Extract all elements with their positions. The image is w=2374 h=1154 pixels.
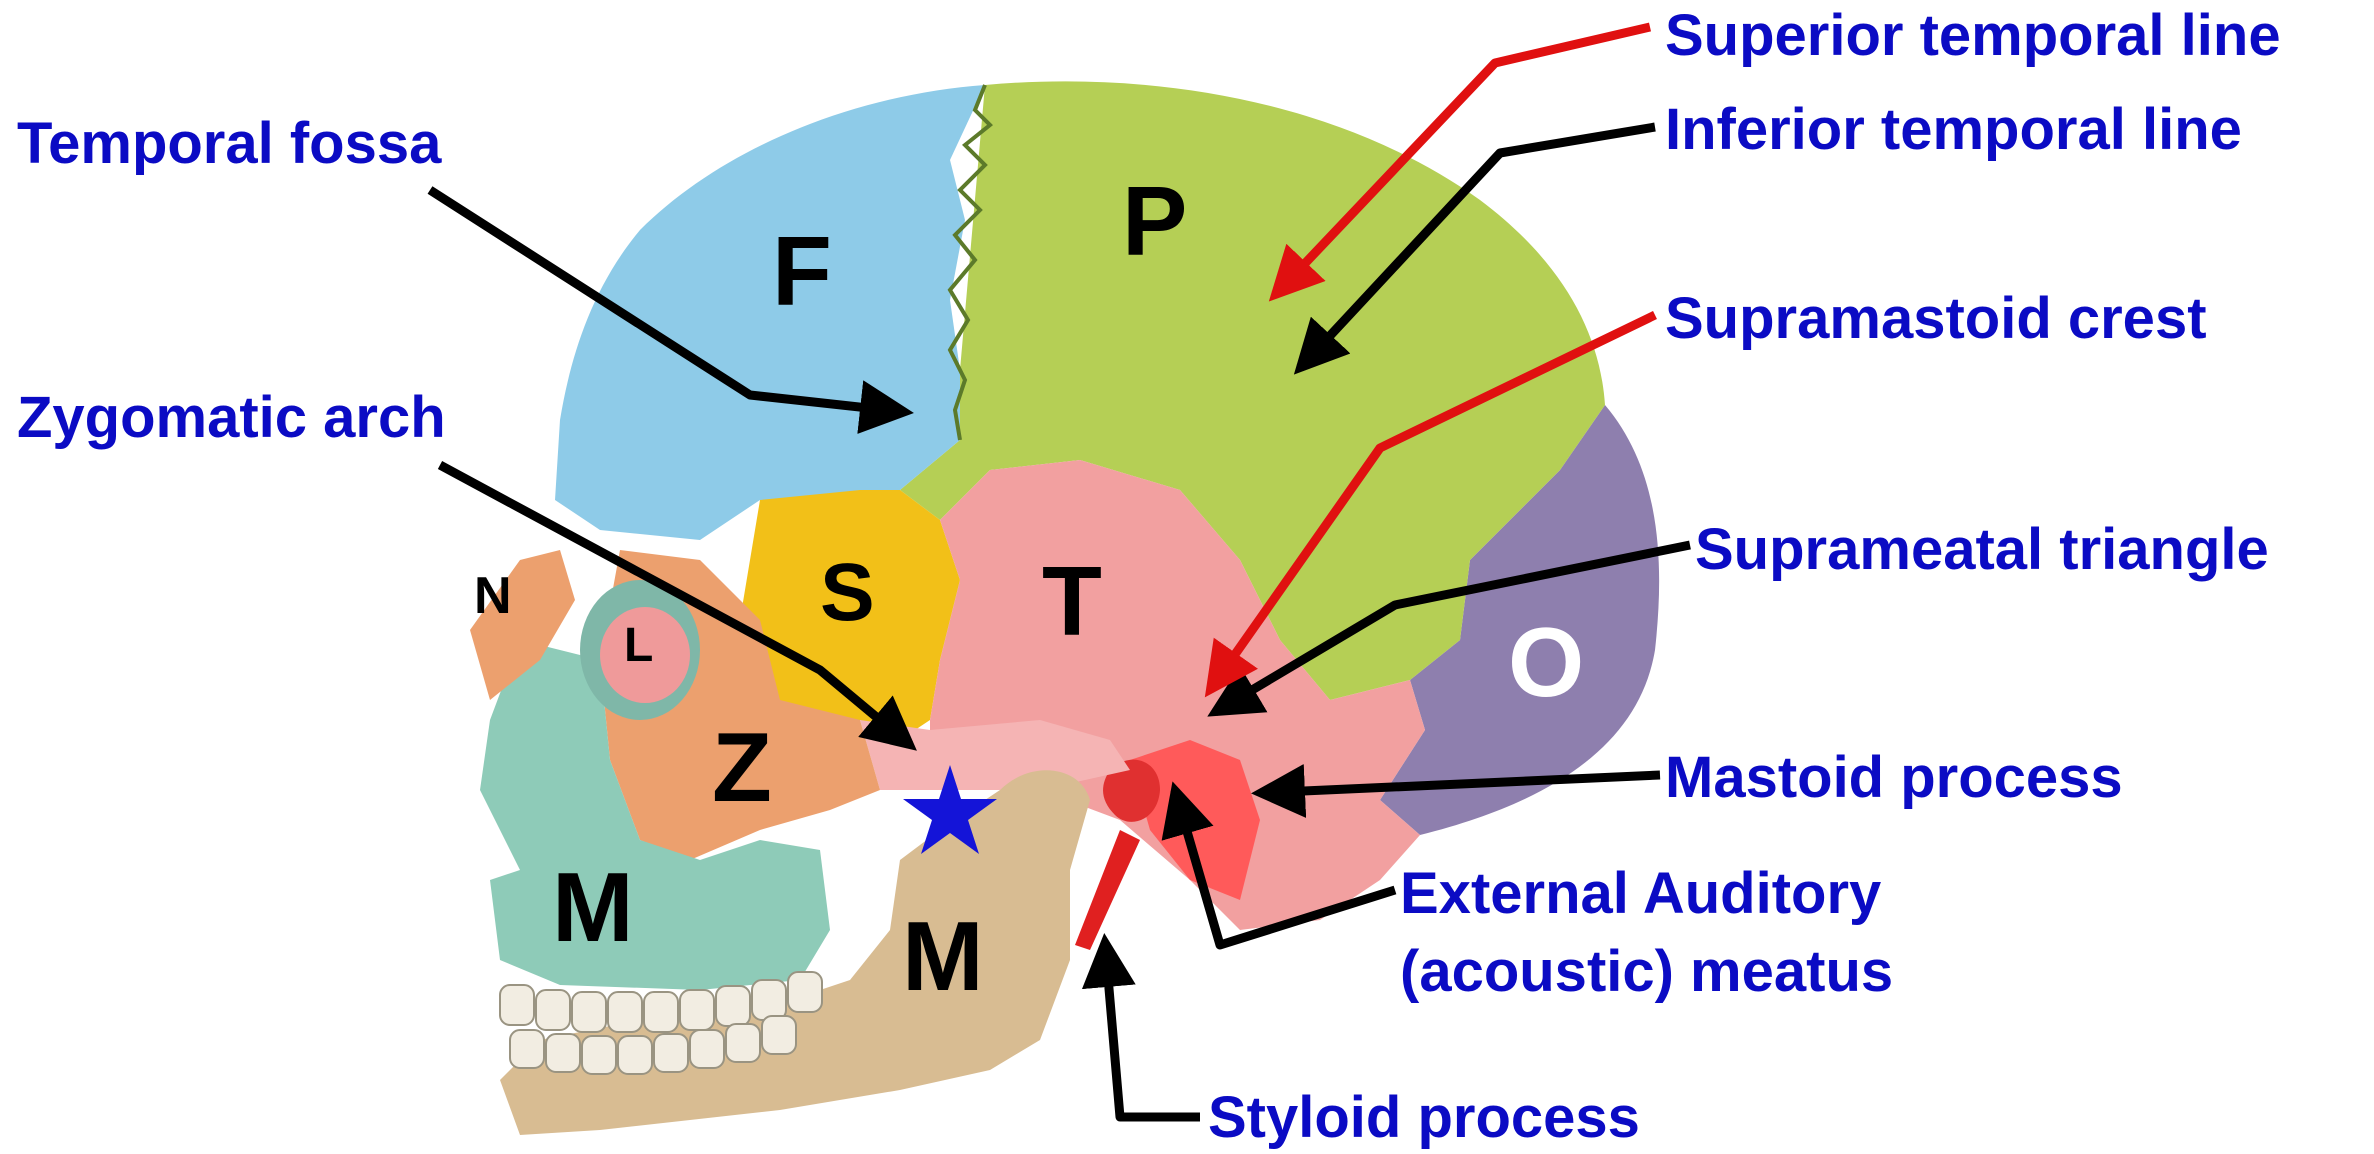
bone-label-sphenoid: S xyxy=(820,552,875,634)
styloid-process-shape xyxy=(1075,830,1140,950)
mastoid-region xyxy=(1130,740,1260,900)
bone-label-frontal: F xyxy=(772,222,832,320)
bone-label-temporal: T xyxy=(1042,552,1102,650)
label-external-auditory-line2: (acoustic) meatus xyxy=(1400,940,1893,1004)
bone-label-lacrimal: L xyxy=(624,622,653,670)
label-temporal-fossa: Temporal fossa xyxy=(17,112,441,176)
label-zygomatic-arch: Zygomatic arch xyxy=(17,386,446,450)
bone-label-mandible: M xyxy=(902,907,984,1005)
label-styloid-process: Styloid process xyxy=(1208,1086,1640,1150)
label-mastoid-process: Mastoid process xyxy=(1665,746,2123,810)
bone-label-nasal: N xyxy=(474,570,512,622)
label-inferior-temporal-line: Inferior temporal line xyxy=(1665,98,2242,162)
bone-label-occipital: O xyxy=(1508,613,1584,711)
arrow-styloid-process xyxy=(1105,942,1200,1117)
label-external-auditory-line1: External Auditory xyxy=(1400,862,1881,926)
bone-label-zygomatic: Z xyxy=(712,718,772,816)
label-supramastoid-crest: Supramastoid crest xyxy=(1665,287,2207,351)
bone-label-parietal: P xyxy=(1122,172,1187,270)
label-suprameatal-triangle: Suprameatal triangle xyxy=(1695,518,2269,582)
label-superior-temporal-line: Superior temporal line xyxy=(1665,4,2281,68)
bone-label-maxilla: M xyxy=(552,858,634,956)
